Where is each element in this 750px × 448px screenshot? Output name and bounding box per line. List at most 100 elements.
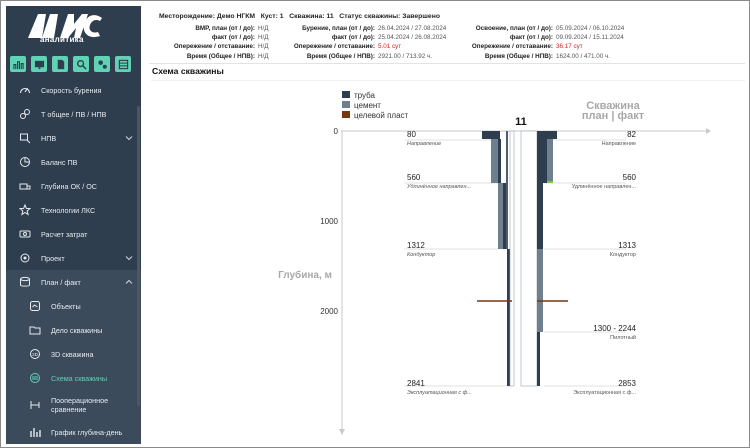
compare-icon xyxy=(28,398,42,412)
sidebar-item-npv[interactable]: НПВ xyxy=(6,126,141,150)
sidebar: аналитика Скорость бу xyxy=(6,6,141,444)
fact-extended-conductor-cement xyxy=(547,139,553,183)
balance-icon xyxy=(18,155,32,169)
sidebar-subitem-objects[interactable]: Объекты xyxy=(6,294,141,318)
well-number: 11 xyxy=(515,116,527,128)
legend-pipe-swatch xyxy=(342,91,350,98)
wellbore-center xyxy=(520,130,538,387)
objects-icon xyxy=(28,299,42,313)
sidebar-item-plan-fact[interactable]: План / факт xyxy=(6,270,141,294)
depth-tick-2000: 2000 xyxy=(320,307,338,316)
fact-label-production: Эксплуатационная с ф... xyxy=(573,390,636,396)
depth-tick-0: 0 xyxy=(334,127,339,136)
chevron-down-icon[interactable] xyxy=(125,134,133,142)
sidebar-subitem-well-case[interactable]: Дело скважины xyxy=(6,318,141,342)
well-scheme-diagram: труба цемент целевой пласт 11 Скважина п… xyxy=(278,91,711,435)
truck-icon xyxy=(18,179,32,193)
toolbar-icons xyxy=(10,56,131,72)
plan-depth-560: 560 xyxy=(407,173,421,182)
fact-label-conductor: Кондуктор xyxy=(610,252,636,258)
chevron-up-icon[interactable] xyxy=(125,278,133,286)
completion-column: Освоение, план (от / до):05.09.2024 / 06… xyxy=(471,25,625,60)
tools-icon xyxy=(18,131,32,145)
sidebar-subitem-well-scheme[interactable]: Схема скважины xyxy=(6,366,141,390)
plan-label-production: Эксплуатационная с ф... xyxy=(407,390,472,396)
search-icon[interactable] xyxy=(73,56,89,72)
monitor-icon[interactable] xyxy=(31,56,47,72)
page-title: Схема скважины xyxy=(152,66,224,76)
scheme-right-subtitle: план | факт xyxy=(582,110,645,122)
logo-subtitle: аналитика xyxy=(40,35,84,44)
project-icon xyxy=(18,251,32,265)
sidebar-item-balance[interactable]: Баланс ПВ xyxy=(6,150,141,174)
fact-depth-2853: 2853 xyxy=(618,379,636,388)
wellbore-left xyxy=(509,130,515,387)
legend-cement-swatch xyxy=(342,101,350,108)
link-icon xyxy=(18,107,32,121)
fact-conductor-pipe xyxy=(543,131,557,139)
sidebar-scrollbar[interactable] xyxy=(137,106,140,406)
fact-depth-1313: 1313 xyxy=(618,241,636,250)
fact-pilot-cement xyxy=(537,249,543,332)
plan-surface-casing-cement xyxy=(498,183,504,249)
fact-surface-casing-pipe xyxy=(540,131,543,249)
sidebar-item-time[interactable]: Т общее / ПВ / НПВ xyxy=(6,102,141,126)
sidebar-item-costs[interactable]: Расчет затрат xyxy=(6,222,141,246)
well-identity-row: Месторождение: Демо НГКМ Куст: 1 Скважин… xyxy=(159,13,440,20)
sidebar-item-project[interactable]: Проект xyxy=(6,246,141,270)
speedometer-icon xyxy=(18,83,32,97)
plan-surface-casing-pipe xyxy=(503,183,506,249)
legend-target-swatch xyxy=(342,111,350,118)
svg-text:3D: 3D xyxy=(32,352,39,357)
plan-extended-conductor-cement xyxy=(491,139,500,183)
plan-depth-2841: 2841 xyxy=(407,379,425,388)
fact-label-extended-guide: Удлинённое направлен... xyxy=(572,184,637,190)
sidebar-item-speed[interactable]: Скорость бурения xyxy=(6,78,141,102)
document-icon[interactable] xyxy=(52,56,68,72)
star-icon xyxy=(18,203,32,217)
folder-icon xyxy=(28,323,42,337)
fact-marker xyxy=(547,181,553,183)
top-axis-arrow xyxy=(706,128,711,134)
sidebar-nav: Скорость бурения Т общее / ПВ / НПВ НПВ … xyxy=(6,78,141,444)
fact-extended-conductor-pipe xyxy=(543,139,547,183)
sidebar-subitem-3d-well[interactable]: 3D 3D скважина xyxy=(6,342,141,366)
depth-axis-arrow xyxy=(339,429,345,435)
plan-label-guide: Направление xyxy=(407,141,441,147)
3d-icon: 3D xyxy=(28,347,42,361)
money-icon xyxy=(18,227,32,241)
fact-depth-pilot: 1300 - 2244 xyxy=(593,324,636,333)
header-divider xyxy=(149,63,745,64)
fact-label-guide: Направление xyxy=(602,141,636,147)
database-icon xyxy=(18,275,32,289)
sidebar-subitem-depth-day-chart[interactable]: График глубина-день xyxy=(6,420,141,444)
legend-pipe-label: труба xyxy=(354,91,376,100)
plan-production-casing-pipe xyxy=(507,249,510,386)
scheme-icon xyxy=(28,371,42,385)
plan-extended-conductor-pipe xyxy=(498,139,501,183)
depth-tick-1000: 1000 xyxy=(320,217,338,226)
chevron-down-icon[interactable] xyxy=(125,254,133,262)
plan-conductor-pipe xyxy=(482,131,500,139)
well-header: Месторождение: Демо НГКМ Куст: 1 Скважин… xyxy=(151,11,745,63)
plan-label-conductor: Кондуктор xyxy=(407,252,435,258)
table-icon[interactable] xyxy=(115,56,131,72)
legend-target-label: целевой пласт xyxy=(354,111,409,120)
sidebar-item-depth[interactable]: Глубина ОК / ОС xyxy=(6,174,141,198)
bar-chart-icon xyxy=(28,425,42,439)
fact-depth-560: 560 xyxy=(623,173,637,182)
settings-icon[interactable] xyxy=(94,56,110,72)
plan-depth-80: 80 xyxy=(407,130,416,139)
logo xyxy=(28,14,102,38)
vmr-column: ВМР, план (от / до):Н/Д факт (от / до):Н… xyxy=(173,25,269,60)
scheme-right-title: Скважина xyxy=(586,100,640,112)
plan-inner-pipe xyxy=(506,131,508,249)
plan-label-extended-guide: Удлинённое направлен... xyxy=(406,184,471,190)
sidebar-item-tech[interactable]: Технологии ЛКС xyxy=(6,198,141,222)
chart-icon[interactable] xyxy=(10,56,26,72)
fact-label-pilot: Пилотный xyxy=(610,334,636,341)
plan-depth-1312: 1312 xyxy=(407,241,425,250)
well-scheme-panel: труба цемент целевой пласт 11 Скважина п… xyxy=(151,80,745,444)
